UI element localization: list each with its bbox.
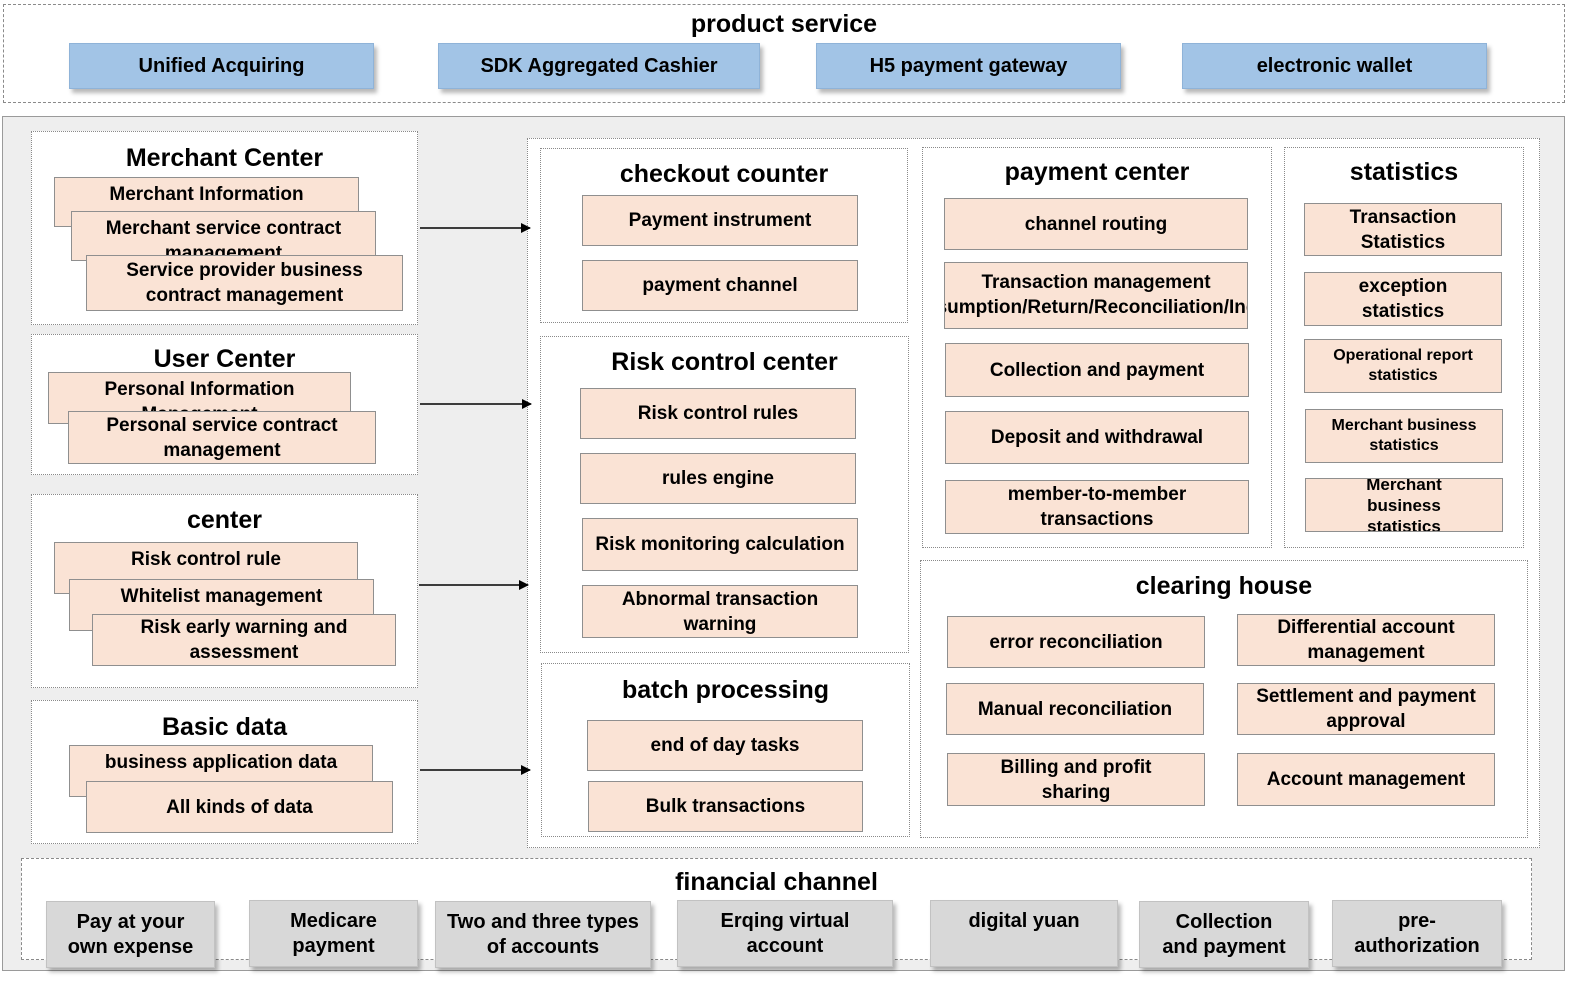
account-management: Account management [1237,753,1495,806]
channel-two-three-types-accounts: Two and three types of accounts [435,901,651,968]
settlement-payment-approval: Settlement and payment approval [1237,683,1495,735]
basic-data-title: Basic data [161,713,288,741]
checkout-counter-title: checkout counter [619,160,829,188]
differential-account-management: Differential account management [1237,614,1495,666]
channel-erqing-virtual-account: Erqing virtual account [677,900,893,967]
channel-digital-yuan: digital yuan [930,900,1118,967]
risk-control-rules: Risk control rules [580,388,856,439]
bulk-transactions: Bulk transactions [588,781,863,832]
risk-control-center-title: Risk control center [611,348,838,376]
error-reconciliation: error reconciliation [947,616,1205,668]
member-to-member-transactions: member-to-member transactions [945,480,1249,534]
rules-engine: rules engine [580,453,856,504]
service-provider-contract-management: Service provider business contract manag… [86,255,403,311]
merchant-center-title: Merchant Center [125,144,324,172]
payment-channel: payment channel [582,260,858,311]
channel-collection-and-payment: Collection and payment [1139,901,1309,968]
channel-pay-own-expense: Pay at your own expense [46,901,215,968]
channel-routing: channel routing [944,198,1248,250]
product-service-panel: product service [3,4,1565,103]
merchant-business-statistics-2: Merchant business statistics [1305,478,1503,532]
channel-pre-authorization: pre-authorization [1332,900,1502,967]
product-sdk-aggregated-cashier: SDK Aggregated Cashier [438,43,760,89]
channel-medicare-payment: Medicare payment [249,900,418,967]
collection-and-payment-service: Collection and payment [945,343,1249,397]
batch-processing-title: batch processing [622,676,829,704]
deposit-and-withdrawal: Deposit and withdrawal [945,411,1249,464]
product-service-title: product service [690,10,878,38]
personal-service-contract-management: Personal service contract management [68,411,376,464]
operational-report-statistics: Operational report statistics [1304,339,1502,393]
center-title: center [186,506,263,534]
transaction-statistics: Transaction Statistics [1304,203,1502,256]
statistics-title: statistics [1349,158,1459,186]
all-kinds-of-data: All kinds of data [86,781,393,833]
risk-monitoring-calculation: Risk monitoring calculation [582,518,858,571]
billing-and-profit-sharing: Billing and profit sharing [947,753,1205,806]
abnormal-transaction-warning: Abnormal transaction warning [582,585,858,638]
payment-instrument: Payment instrument [582,195,858,246]
product-electronic-wallet: electronic wallet [1182,43,1487,89]
merchant-service-contract-management: Merchant service contract management [71,211,376,261]
manual-reconciliation: Manual reconciliation [946,683,1204,735]
payment-center-title: payment center [1004,158,1190,186]
exception-statistics: exception statistics [1304,272,1502,326]
product-h5-payment-gateway: H5 payment gateway [816,43,1121,89]
clearing-house-title: clearing house [1135,572,1313,600]
transaction-management: Transaction management (Consumption/Retu… [944,262,1248,329]
end-of-day-tasks: end of day tasks [587,720,863,771]
product-unified-acquiring: Unified Acquiring [69,43,374,89]
merchant-business-statistics-1: Merchant business statistics [1305,409,1503,463]
risk-early-warning-assessment: Risk early warning and assessment [92,614,396,666]
financial-channel-title: financial channel [675,868,878,896]
user-center-title: User Center [153,345,296,373]
